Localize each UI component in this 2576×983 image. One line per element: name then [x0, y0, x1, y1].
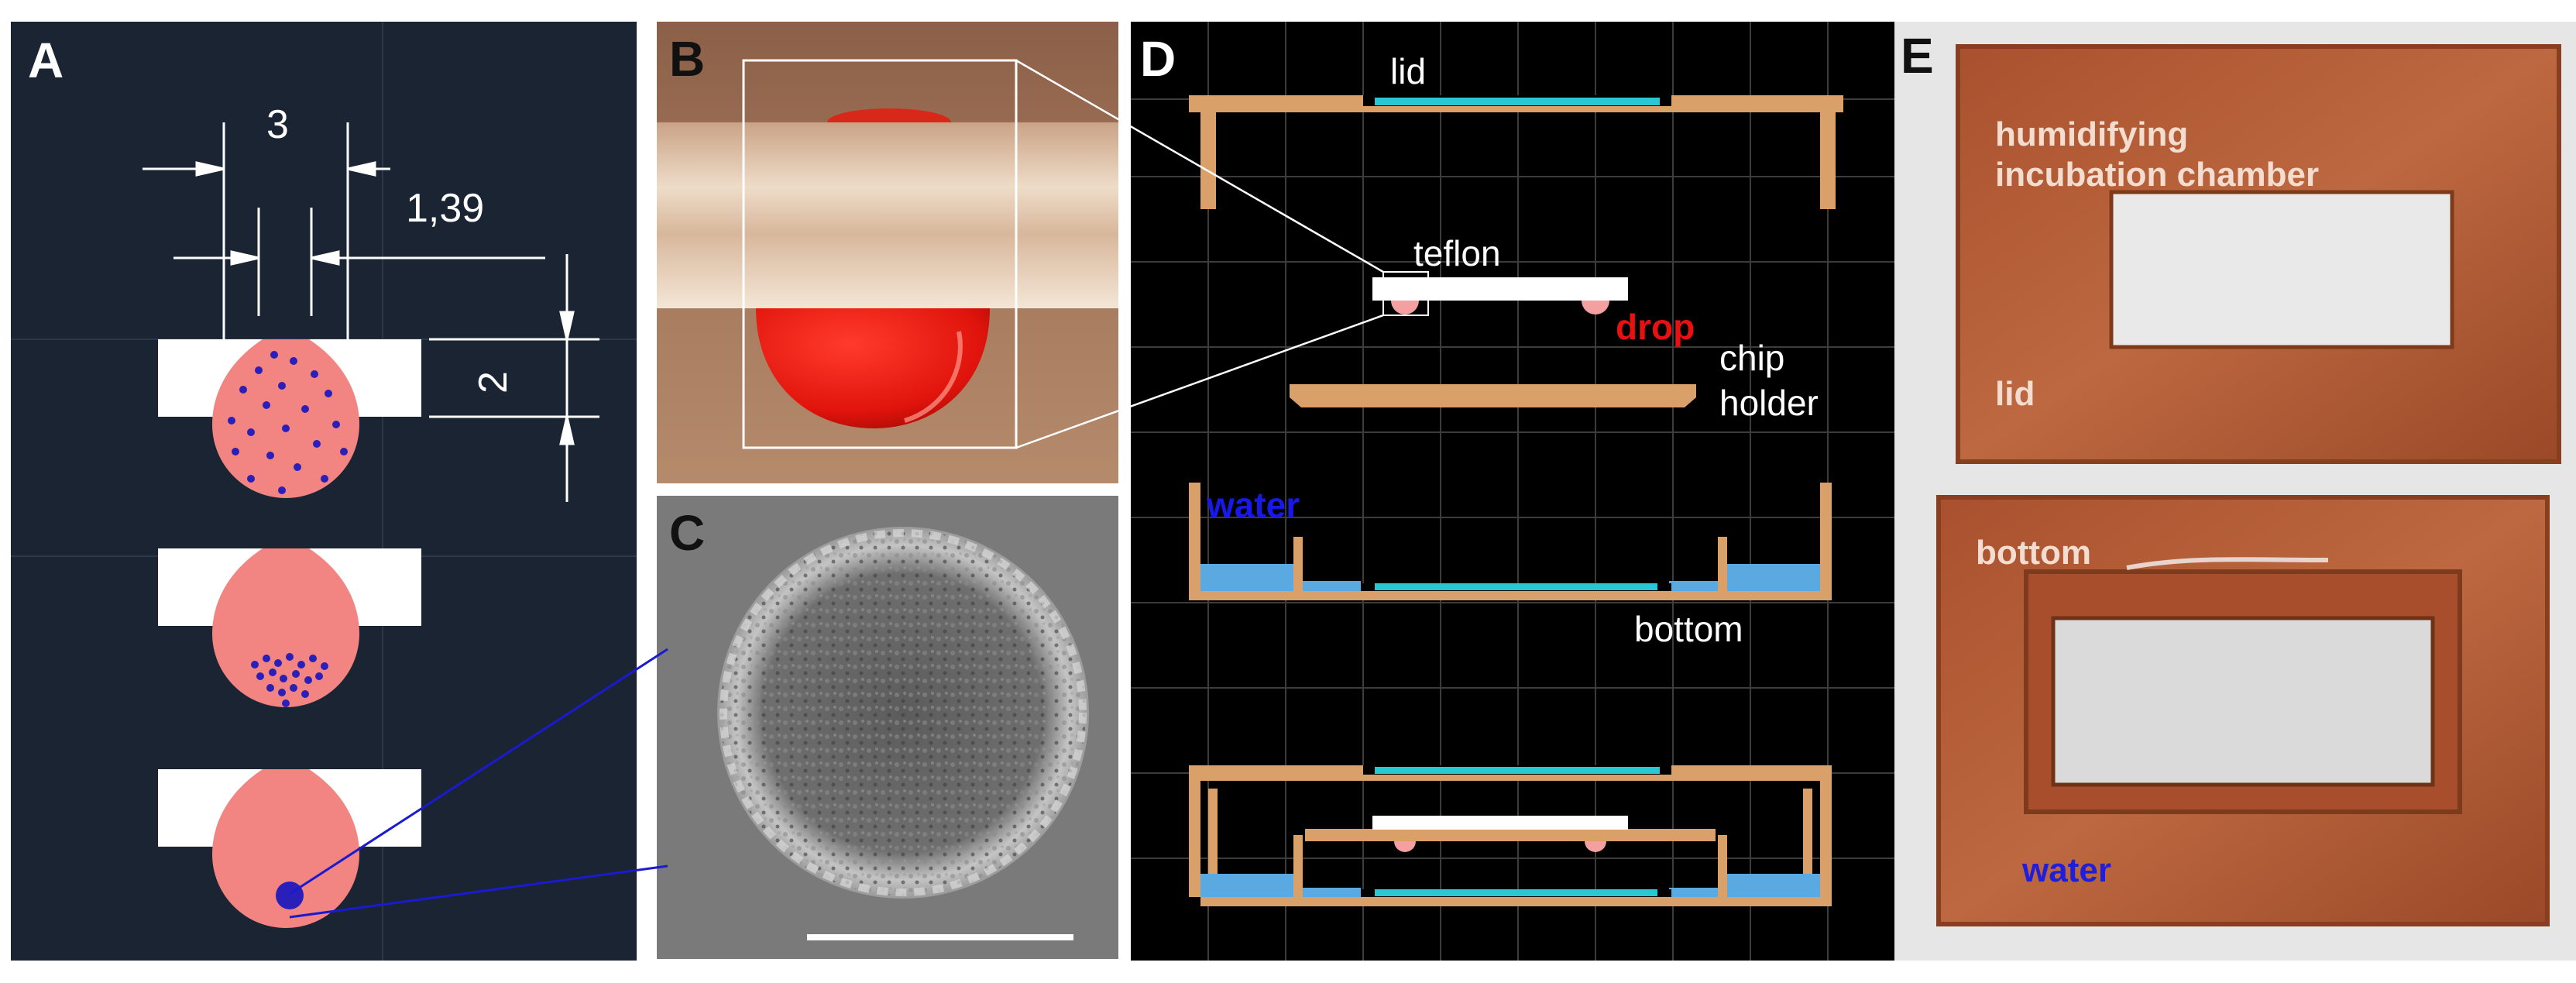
panel-c-label: C: [669, 505, 705, 561]
zoom-box: [1382, 271, 1429, 316]
water-reservoir-right: [1727, 564, 1820, 591]
teflon-part: [1372, 271, 1628, 316]
panel-c-micrograph: C: [657, 496, 1118, 959]
chamber-label-line1: humidifying: [1995, 115, 2188, 153]
panel-e-label: E: [1901, 28, 1934, 84]
panel-d-schematic: D lid teflon drop chip holder: [1131, 22, 1905, 961]
dimension-inner: 1,39: [406, 186, 484, 231]
panel-d: D lid teflon drop chip holder: [1131, 22, 1905, 961]
panel-a-schematic: A 3 1,39 2: [11, 22, 637, 961]
chamber-bottom: [1936, 495, 2550, 926]
panel-b-photo: B: [657, 22, 1118, 483]
dimension-lines: [143, 122, 599, 502]
panel-e: humidifying incubation chamber lid botto…: [1894, 22, 2576, 961]
dimension-width: 3: [266, 102, 289, 147]
lid-label: lid: [1390, 51, 1426, 91]
panel-a: A 3 1,39 2: [11, 22, 637, 961]
spheroid: [276, 882, 304, 909]
lid-glass: [1375, 98, 1660, 105]
bottom-label: bottom: [1634, 609, 1743, 649]
bottom-window: [2053, 618, 2433, 785]
water-reservoir-left: [1200, 564, 1293, 591]
drop-label: drop: [1616, 307, 1695, 347]
panel-b-label: B: [669, 31, 705, 87]
panel-a-label: A: [28, 33, 64, 88]
dimension-height: 2: [471, 371, 516, 394]
lid-label: lid: [1995, 375, 2035, 413]
water-label: water: [2021, 851, 2111, 889]
lid-window: [2111, 192, 2452, 347]
panel-b: B: [657, 22, 1118, 483]
teflon-label: teflon: [1413, 233, 1501, 273]
bottom-glass: [1375, 583, 1657, 590]
panel-c: C: [657, 496, 1118, 959]
assembled-device: [1189, 765, 1832, 906]
water-label: water: [1206, 485, 1300, 525]
chip-holder-label-line1: chip: [1719, 338, 1784, 378]
panel-d-label: D: [1140, 31, 1176, 87]
drop-stage-1: [158, 339, 421, 498]
chamber-lid: [1956, 44, 2561, 464]
hanging-drop: [756, 308, 990, 428]
panel-e-photo: humidifying incubation chamber lid botto…: [1894, 22, 2576, 961]
bottom-part: [1189, 483, 1832, 600]
teflon-sheet: [657, 122, 1118, 308]
dispersed-cells: [228, 351, 348, 494]
chip-holder-part: [1290, 384, 1696, 407]
bottom-label: bottom: [1976, 534, 2091, 572]
chip-holder-label-line2: holder: [1719, 383, 1819, 423]
chamber-label-line2: incubation chamber: [1995, 156, 2319, 194]
